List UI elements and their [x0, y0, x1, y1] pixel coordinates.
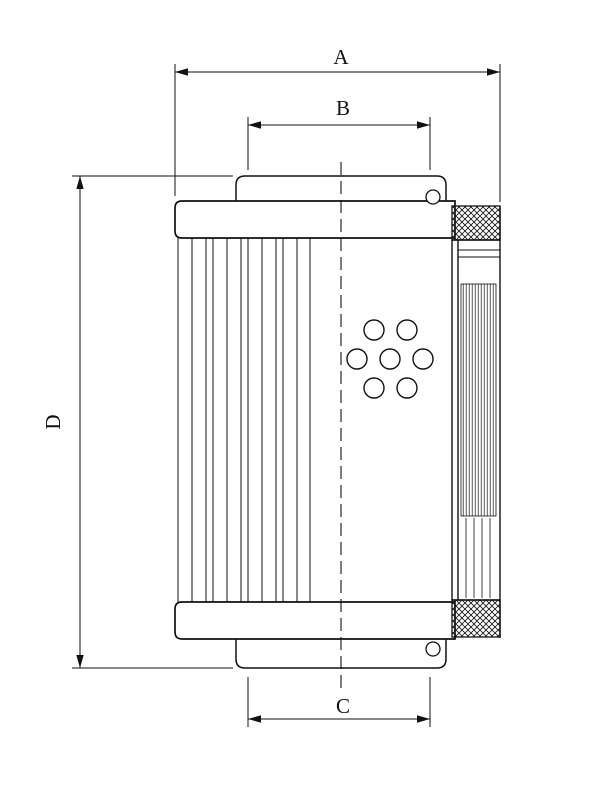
inner-support-lines [465, 518, 491, 598]
perforation-holes [346, 319, 434, 399]
top-end-cap [174, 200, 456, 239]
dim-d-arrow-top [76, 176, 84, 189]
seal-bottom [451, 599, 501, 638]
dim-c-arrow-left [248, 715, 261, 723]
dim-d-arrow-bottom [76, 655, 84, 668]
dim-b-arrow-right [417, 121, 430, 129]
seal-top [451, 205, 501, 241]
dim-a-label: A [333, 45, 349, 69]
o-ring-top-icon [425, 189, 441, 205]
dim-b-arrow-left [248, 121, 261, 129]
dim-a-arrow-right [487, 68, 500, 76]
dimension-c: C [247, 677, 431, 727]
pleated-media [177, 238, 311, 602]
dim-c-arrow-right [417, 715, 430, 723]
dimension-a: A [174, 45, 501, 202]
dim-a-arrow-left [175, 68, 188, 76]
bottom-end-cap [174, 601, 456, 640]
dim-d-label: D [41, 414, 65, 429]
dim-b-label: B [336, 96, 350, 120]
mesh-screen [460, 283, 497, 517]
dimension-d: D [41, 175, 233, 669]
o-ring-bottom-icon [425, 641, 441, 657]
bottom-collar [235, 636, 447, 669]
dimension-b: B [247, 96, 431, 170]
filter-body [174, 162, 501, 690]
dim-c-label: C [336, 694, 350, 718]
